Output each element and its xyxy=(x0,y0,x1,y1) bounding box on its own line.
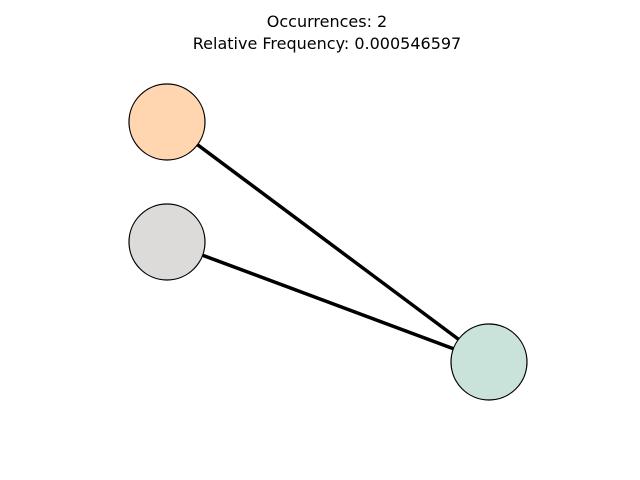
title-occurrences: Occurrences: 2 xyxy=(267,12,387,31)
nodes-layer xyxy=(128,83,528,401)
edge-node-b-node-c xyxy=(166,240,490,364)
node-c xyxy=(450,323,528,401)
node-a xyxy=(128,83,206,161)
title-relative-frequency: Relative Frequency: 0.000546597 xyxy=(193,34,461,53)
edge-node-a-node-c xyxy=(165,120,491,364)
edges-layer xyxy=(165,120,491,364)
node-b xyxy=(128,203,206,281)
